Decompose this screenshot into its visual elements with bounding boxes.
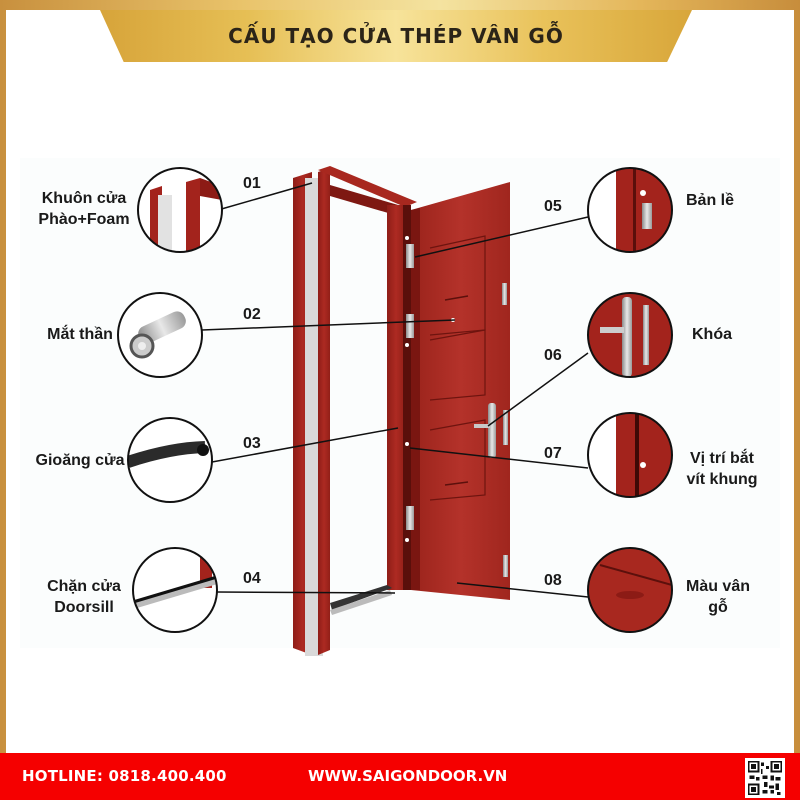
qr-code-icon[interactable] — [745, 758, 785, 798]
inset-circle-02 — [117, 292, 203, 378]
component-number-07: 07 — [544, 445, 562, 462]
door-leaf — [405, 182, 510, 600]
hotline-text[interactable]: HOTLINE: 0818.400.400 — [22, 767, 227, 785]
component-label-05: Bản lề — [686, 192, 735, 209]
component-label-06: Khóa — [692, 326, 732, 343]
component-number-01: 01 — [243, 175, 261, 192]
component-number-03: 03 — [243, 435, 261, 452]
component-label-02: Mắt thần — [47, 326, 113, 343]
component-number-05: 05 — [544, 198, 562, 215]
component-label-04: Chặn cửa Doorsill — [47, 578, 121, 616]
inset-circle-07 — [587, 412, 673, 498]
component-number-02: 02 — [243, 306, 261, 323]
component-number-06: 06 — [544, 347, 562, 364]
component-label-01: Khuôn cửa Phào+Foam — [38, 190, 130, 228]
leader-lines — [201, 182, 589, 598]
inset-circle-06 — [587, 292, 673, 378]
page-title: CẤU TẠO CỬA THÉP VÂN GỖ — [228, 24, 564, 48]
website-link[interactable]: WWW.SAIGONDOOR.VN — [308, 767, 508, 785]
component-label-08: Màu vân gỗ — [685, 578, 750, 616]
component-label-03: Gioăng cửa — [35, 452, 125, 469]
title-banner: CẤU TẠO CỬA THÉP VÂN GỖ — [100, 10, 692, 62]
footer-bar: HOTLINE: 0818.400.400 WWW.SAIGONDOOR.VN — [0, 753, 800, 800]
inset-circle-01 — [137, 167, 223, 253]
inset-circle-08 — [587, 547, 673, 633]
component-label-07: Vị trí bắt vít khung — [686, 450, 758, 488]
inset-circle-04 — [132, 547, 218, 633]
component-number-04: 04 — [243, 570, 261, 587]
component-number-08: 08 — [544, 572, 562, 589]
inset-circle-03 — [127, 417, 213, 503]
inset-circle-05 — [587, 167, 673, 253]
door-frame — [293, 166, 417, 656]
